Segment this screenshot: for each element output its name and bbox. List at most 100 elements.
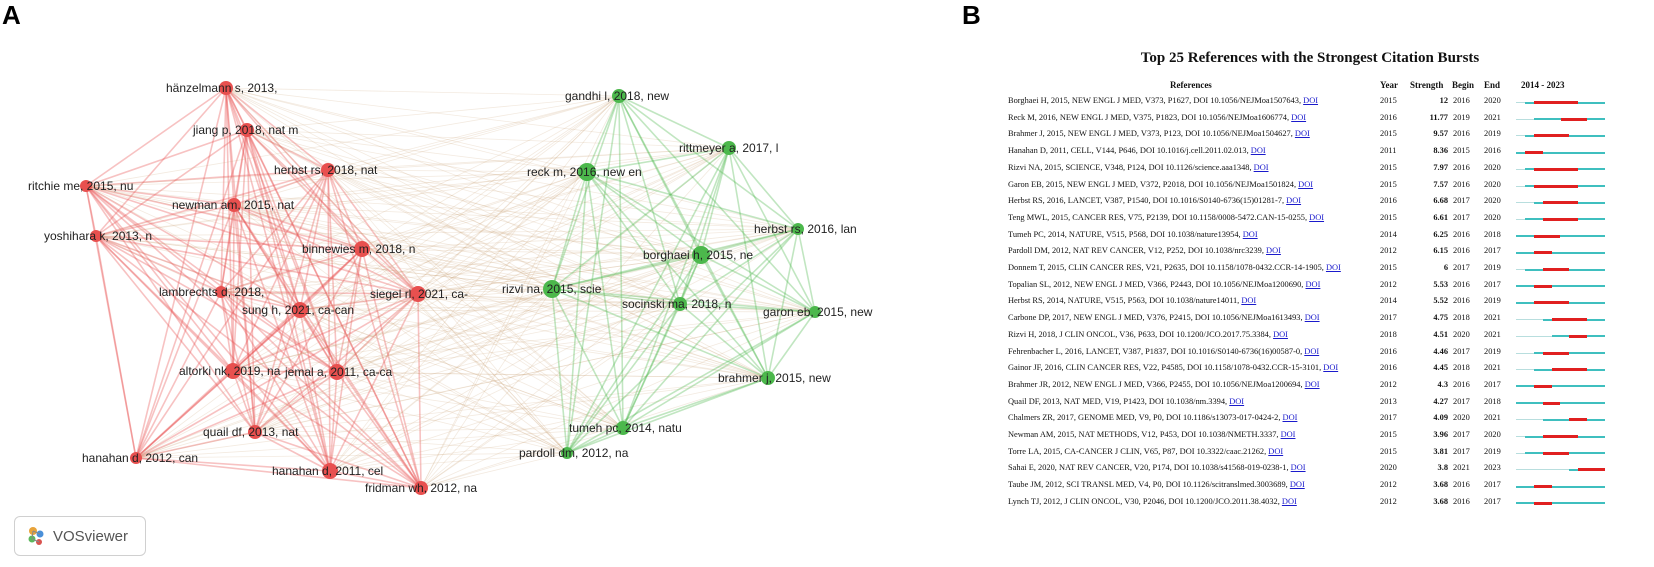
network-edge	[329, 452, 568, 472]
doi-link[interactable]: DOI	[1280, 430, 1296, 439]
network-edge	[566, 254, 702, 454]
network-edge	[246, 129, 816, 313]
network-edge	[135, 95, 620, 459]
network-node	[130, 452, 142, 464]
network-edge	[232, 370, 331, 472]
network-edge	[336, 171, 588, 373]
network-edges	[85, 87, 816, 489]
network-edge	[95, 235, 553, 290]
reference-citation: Hanahan D, 2011, CELL, V144, P646, DOI 1…	[1008, 146, 1251, 156]
network-edge	[232, 288, 553, 372]
doi-link[interactable]: DOI	[1242, 229, 1258, 239]
reference-citation: Gainor JF, 2016, CLIN CANCER RES, V22, P…	[1008, 363, 1324, 373]
network-edge	[95, 235, 301, 311]
network-edge	[135, 427, 624, 459]
network-node-label: socinski ma, 2018, n	[622, 297, 731, 311]
doi-link[interactable]: DOI	[1268, 446, 1284, 456]
year-cell: 2012	[1380, 379, 1397, 389]
network-edge	[336, 254, 702, 373]
network-edge	[417, 171, 588, 295]
doi-link[interactable]: DOI	[1250, 146, 1266, 156]
network-edge	[233, 171, 588, 206]
doi-link[interactable]: DOI	[1305, 279, 1321, 289]
strength-cell: 4.51	[1433, 329, 1448, 339]
doi-link[interactable]: DOI	[1309, 212, 1325, 222]
year-cell: 2015	[1380, 129, 1397, 139]
network-edge	[254, 95, 620, 433]
end-cell: 2020	[1484, 212, 1501, 222]
burst-timeline	[1516, 167, 1605, 171]
burst-segment	[1533, 134, 1570, 138]
network-edge	[361, 248, 816, 313]
doi-link[interactable]: DOI	[1253, 162, 1269, 172]
doi-link[interactable]: DOI	[1273, 329, 1288, 339]
network-edge	[232, 169, 329, 372]
reference-citation: Borghaei H, 2015, NEW ENGL J MED, V373, …	[1008, 96, 1304, 105]
network-edge	[95, 228, 799, 237]
network-edge	[299, 309, 338, 373]
network-edge	[85, 129, 248, 187]
doi-link[interactable]: DOI	[1290, 463, 1306, 473]
doi-link[interactable]: DOI	[1303, 96, 1319, 105]
network-edge	[551, 288, 681, 305]
timeline-segment	[1516, 402, 1605, 405]
network-edge	[85, 185, 816, 313]
doi-link[interactable]: DOI	[1304, 379, 1320, 389]
network-edge	[220, 291, 568, 454]
doi-link[interactable]: DOI	[1304, 346, 1320, 356]
doi-link[interactable]: DOI	[1241, 296, 1257, 306]
network-edge	[135, 303, 681, 459]
network-node	[410, 286, 426, 302]
burst-segment	[1524, 151, 1543, 155]
doi-link[interactable]: DOI	[1325, 263, 1341, 272]
timeline-segment	[1516, 385, 1605, 388]
network-node-label: ritchie me, 2015, nu	[28, 179, 133, 193]
reference-text: Rizvi H, 2018, J CLIN ONCOL, V36, P633, …	[1008, 330, 1288, 339]
doi-link[interactable]: DOI	[1298, 179, 1314, 189]
timeline-pre-segment	[1516, 269, 1525, 270]
burst-timeline	[1516, 468, 1605, 472]
network-edge	[95, 95, 620, 237]
network-edge	[327, 169, 681, 305]
network-edge	[85, 185, 419, 295]
network-edge	[361, 228, 799, 250]
network-edge	[586, 171, 799, 230]
network-edge	[327, 169, 702, 256]
timeline-segment	[1516, 285, 1605, 288]
timeline-pre-segment	[1516, 436, 1525, 437]
begin-cell: 2017	[1453, 396, 1470, 406]
doi-link[interactable]: DOI	[1286, 196, 1302, 206]
network-edge	[95, 235, 331, 472]
burst-segment	[1533, 501, 1552, 505]
reference-text: Tumeh PC, 2014, NATURE, V515, P568, DOI …	[1008, 230, 1258, 239]
network-edge	[233, 204, 256, 433]
network-edge	[299, 309, 568, 454]
doi-link[interactable]: DOI	[1289, 480, 1305, 490]
network-node	[673, 297, 687, 311]
doi-link[interactable]: DOI	[1281, 496, 1297, 506]
strength-cell: 6.15	[1433, 246, 1448, 256]
doi-link[interactable]: DOI	[1323, 363, 1339, 373]
doi-link[interactable]: DOI	[1291, 112, 1307, 122]
network-node-label: hanahan d, 2012, can	[82, 451, 198, 465]
doi-link[interactable]: DOI	[1304, 313, 1320, 323]
timeline-pre-segment	[1516, 102, 1525, 103]
doi-link[interactable]: DOI	[1294, 129, 1310, 139]
network-node-label: lambrechts d, 2018,	[159, 285, 264, 299]
strength-cell: 5.53	[1433, 279, 1448, 289]
network-node-label: borghaei h, 2015, ne	[643, 248, 753, 262]
doi-link[interactable]: DOI	[1229, 396, 1245, 406]
network-edge	[220, 169, 329, 293]
reference-citation: Topalian SL, 2012, NEW ENGL J MED, V366,…	[1008, 279, 1306, 289]
doi-link[interactable]: DOI	[1266, 246, 1281, 256]
network-edge	[232, 204, 235, 372]
network-edge	[220, 248, 363, 293]
doi-link[interactable]: DOI	[1282, 413, 1298, 423]
year-cell: 2020	[1380, 463, 1397, 473]
end-cell: 2018	[1484, 396, 1501, 406]
network-edge	[420, 311, 816, 489]
network-edge	[220, 291, 338, 373]
year-cell: 2011	[1380, 146, 1397, 156]
network-edge	[361, 248, 422, 489]
begin-cell: 2018	[1453, 313, 1470, 323]
